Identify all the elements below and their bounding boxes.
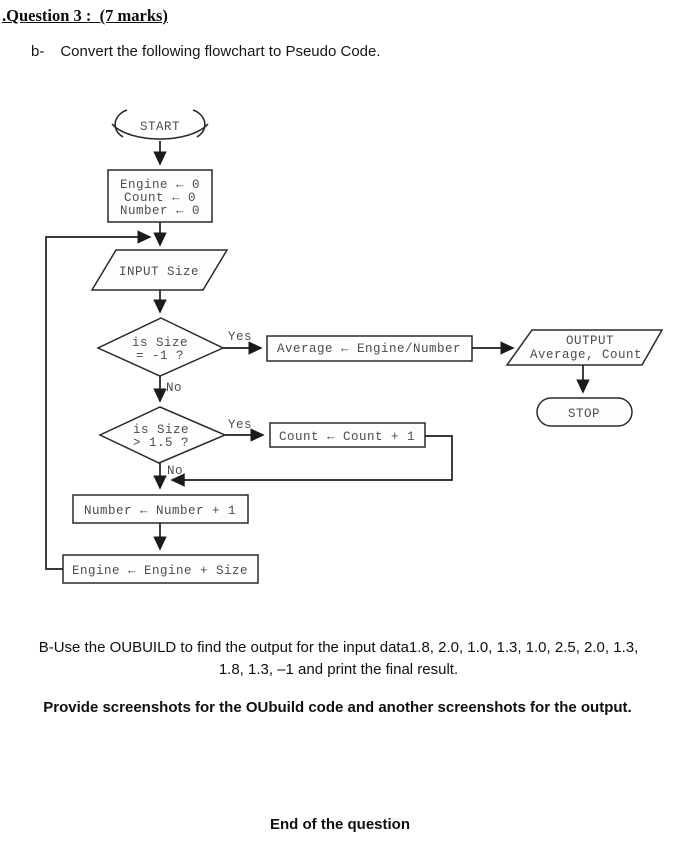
init-line1: Engine ← 0: [120, 178, 200, 192]
part-b-instruction: b- Convert the following flowchart to Pse…: [31, 43, 381, 60]
stop-terminator: STOP: [536, 397, 633, 427]
end-of-question: End of the question: [270, 816, 410, 833]
engine-box: Engine ← Engine + Size: [62, 554, 259, 584]
label-no-decision2: No: [167, 464, 183, 478]
decision1-line2: = -1 ?: [136, 349, 184, 363]
decision2-line2: > 1.5 ?: [133, 436, 189, 450]
input-parallelogram: INPUT Size: [90, 249, 229, 291]
input-label: INPUT Size: [119, 265, 199, 279]
part-b2-line2: 1.8, 1.3, –1 and print the final result.: [218, 661, 459, 678]
connector-count-loop: [170, 435, 453, 487]
provide-instruction: Provide screenshots for the OUbuild code…: [43, 699, 632, 716]
output-parallelogram: OUTPUT Average, Count: [505, 329, 664, 366]
start-label: START: [140, 120, 180, 134]
number-box: Number ← Number + 1: [72, 494, 249, 524]
init-line2: Count ← 0: [124, 191, 196, 205]
engine-label: Engine ← Engine + Size: [72, 564, 248, 578]
count-label: Count ← Count + 1: [279, 430, 415, 444]
decision1-line1: is Size: [132, 336, 188, 350]
part-b-label: b-: [31, 43, 45, 60]
connector-loop-engine-to-input: [45, 230, 152, 570]
count-box: Count ← Count + 1: [269, 422, 426, 448]
output-line2: Average, Count: [530, 348, 642, 362]
start-terminator: START: [111, 109, 209, 140]
init-box: Engine ← 0 Count ← 0 Number ← 0: [107, 169, 213, 223]
label-yes-decision1: Yes: [228, 330, 252, 344]
decision2-diamond: is Size > 1.5 ?: [98, 406, 227, 464]
decision2-line1: is Size: [133, 423, 189, 437]
part-b-text: Convert the following flowchart to Pseud…: [60, 43, 381, 60]
question-title: .Question 3 : (7 marks): [2, 6, 168, 25]
stop-label: STOP: [568, 407, 600, 421]
decision1-diamond: is Size = -1 ?: [96, 317, 225, 377]
output-line1: OUTPUT: [566, 334, 614, 348]
part-b2-line1: B-Use the OUBUILD to find the output for…: [38, 639, 639, 656]
average-label: Average ← Engine/Number: [277, 342, 461, 356]
part-b2-instruction: B-Use the OUBUILD to find the output for…: [30, 637, 647, 681]
label-yes-decision2: Yes: [228, 418, 252, 432]
average-box: Average ← Engine/Number: [266, 335, 473, 362]
init-line3: Number ← 0: [120, 204, 200, 218]
number-label: Number ← Number + 1: [84, 504, 236, 518]
label-no-decision1: No: [166, 381, 182, 395]
